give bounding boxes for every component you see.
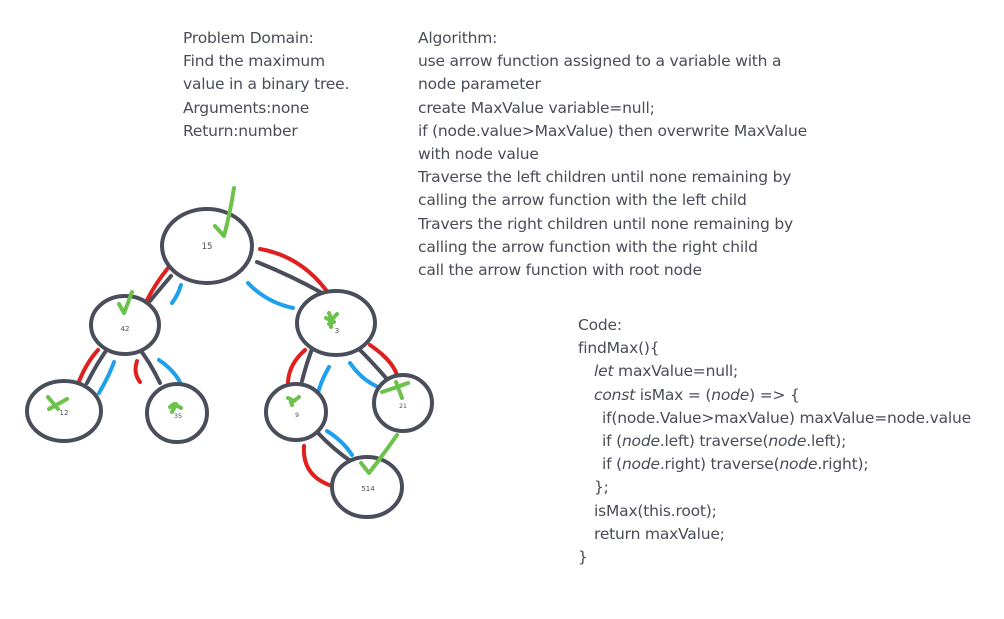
edge-root-right — [255, 260, 324, 295]
node-bottom — [330, 455, 404, 519]
code-text: if ( — [602, 432, 622, 451]
code-text: .left); — [806, 432, 847, 451]
algorithm-line: call the arrow function with root node — [418, 261, 702, 280]
code-keyword: let — [594, 362, 614, 381]
blue-stroke — [316, 365, 331, 395]
code-text: isMax = ( — [634, 385, 712, 404]
node-left — [89, 294, 161, 356]
blue-stroke — [170, 283, 183, 305]
red-stroke — [258, 247, 328, 292]
code-param: node — [768, 432, 807, 451]
check-icon — [213, 186, 236, 238]
problem-line: Problem Domain: — [183, 29, 314, 47]
blue-stroke — [348, 361, 378, 388]
visited-marks — [46, 186, 410, 475]
left-traverse-strokes — [76, 247, 399, 488]
algorithm-line: calling the arrow function with the left… — [418, 191, 747, 210]
code-param: node — [711, 385, 750, 404]
code-text: .left) traverse( — [659, 432, 769, 451]
code-line: const isMax = (node) => { — [578, 384, 971, 407]
red-stroke — [286, 348, 307, 384]
tree-edges — [85, 260, 388, 464]
edge-root-left — [148, 274, 173, 303]
check-icon — [117, 290, 134, 315]
cross-icon — [168, 402, 183, 414]
node-root-value: 15 — [202, 242, 213, 252]
right-traverse-strokes — [97, 281, 378, 457]
node-right-left — [264, 382, 328, 442]
blue-stroke — [97, 360, 116, 395]
algorithm-text: Algorithm: use arrow function assigned t… — [418, 27, 807, 282]
node-right — [295, 289, 377, 357]
code-line: if (node.right) traverse(node.right); — [578, 453, 971, 476]
red-stroke — [144, 266, 170, 304]
cross-icon — [286, 395, 301, 407]
red-stroke — [133, 359, 142, 384]
blue-stroke — [325, 429, 354, 457]
red-stroke — [76, 348, 100, 386]
node-left-right-value: 35 — [174, 412, 182, 420]
node-left-right — [145, 382, 209, 444]
algorithm-line: Algorithm: — [418, 29, 498, 47]
blue-stroke — [246, 281, 295, 310]
node-bottom-value: 514 — [361, 485, 375, 493]
algorithm-line: create MaxValue variable=null; — [418, 98, 655, 117]
code-keyword: const — [594, 385, 635, 404]
code-line: isMax(this.root); — [594, 501, 717, 520]
code-param: node — [621, 432, 660, 451]
code-text: if ( — [602, 455, 622, 474]
code-text: ) => { — [749, 385, 800, 404]
algorithm-line: use arrow function assigned to a variabl… — [418, 52, 782, 71]
node-right-right-value: 21 — [399, 403, 407, 410]
code-line: }; — [594, 478, 609, 497]
problem-domain-text: Problem Domain: Find the maximum value i… — [183, 27, 349, 143]
code-line: if (node.left) traverse(node.left); — [578, 430, 971, 453]
algorithm-line: Travers the right children until none re… — [418, 214, 794, 233]
problem-line: Find the maximum — [183, 52, 325, 71]
problem-line: value in a binary tree. — [183, 75, 350, 94]
algorithm-line: with node value — [418, 145, 539, 164]
code-param: node — [621, 455, 660, 474]
problem-line: Arguments:none — [183, 98, 310, 117]
cross-icon — [380, 380, 410, 400]
code-line: return maxValue; — [594, 524, 725, 543]
code-line: if(node.Value>maxValue) maxValue=node.va… — [602, 408, 971, 427]
cross-icon — [324, 311, 339, 329]
node-left-value: 42 — [121, 325, 130, 333]
code-block: Code: findMax(){ let maxValue=null; cons… — [578, 314, 971, 569]
node-right-left-value: 9 — [295, 412, 299, 419]
code-text: maxValue=null; — [613, 362, 739, 381]
blue-stroke — [157, 358, 183, 386]
algorithm-line: Traverse the left children until none re… — [418, 168, 792, 187]
algorithm-line: if (node.value>MaxValue) then overwrite … — [418, 121, 807, 140]
node-root — [160, 207, 254, 285]
node-left-left-value: 12 — [60, 409, 69, 417]
code-param: node — [779, 455, 818, 474]
edge-right-rightleft — [300, 347, 314, 383]
node-left-left — [25, 379, 103, 443]
red-stroke — [301, 444, 334, 488]
edge-right-rightright — [357, 347, 388, 380]
check-icon — [359, 433, 399, 475]
code-line: findMax(){ — [578, 339, 660, 358]
node-right-value: 3 — [335, 327, 339, 335]
red-stroke — [368, 343, 399, 377]
code-line: let maxValue=null; — [578, 360, 971, 383]
code-title: Code: — [578, 316, 622, 334]
problem-line: Return:number — [183, 121, 298, 140]
cross-icon — [46, 395, 69, 411]
code-line: } — [578, 548, 588, 567]
code-text: .right) traverse( — [659, 455, 780, 474]
code-text: .right); — [817, 455, 869, 474]
algorithm-line: node parameter — [418, 75, 541, 94]
algorithm-line: calling the arrow function with the righ… — [418, 237, 758, 256]
